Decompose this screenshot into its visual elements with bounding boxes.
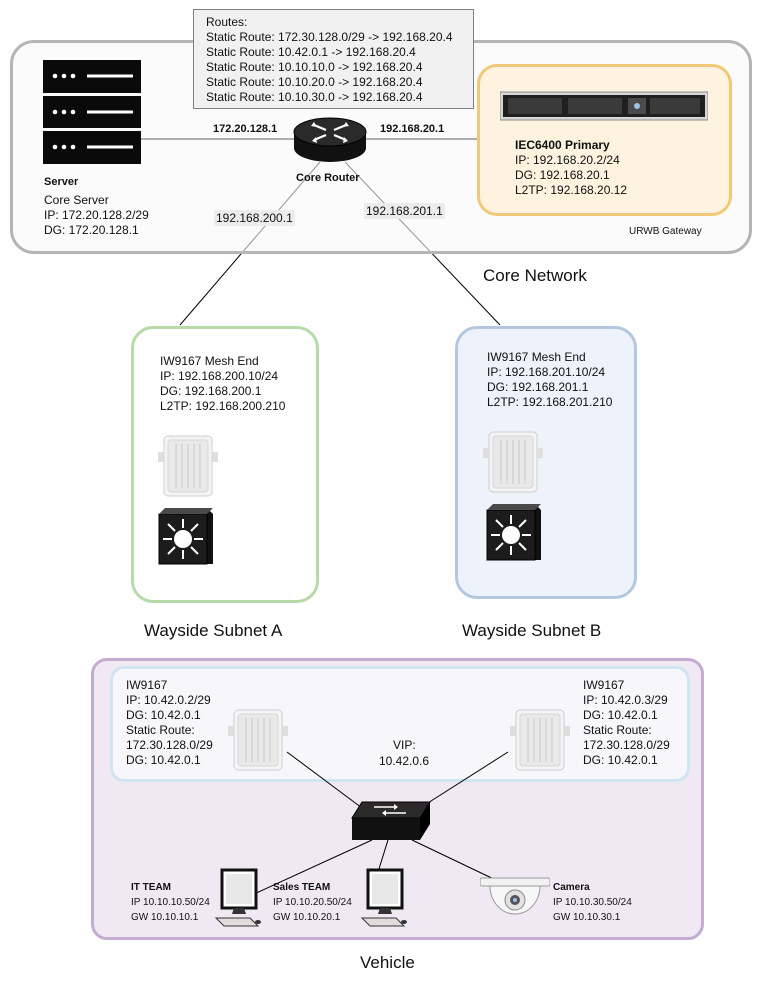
server-name: Core Server [44,193,109,207]
router-left-ip: 172.20.128.1 [213,123,278,135]
sales-team-ip: IP 10.10.20.50/24 [273,897,352,908]
wayside-b-title: Wayside Subnet B [462,621,602,640]
server-ip: IP: 172.20.128.2/29 [44,208,149,222]
access-point-icon [228,709,288,771]
wayside-b-device: IW9167 Mesh End [487,350,586,364]
gateway-dg: DG: 192.168.20.1 [515,168,610,182]
left-radio-route: 172.30.128.0/29 [126,738,213,752]
left-radio-route-dg: DG: 10.42.0.1 [126,753,201,767]
radio-pair-group [110,666,690,782]
router-icon [293,117,367,162]
wayside-a-title: Wayside Subnet A [144,621,283,640]
wayside-a-l2tp: L2TP: 192.168.200.210 [160,399,286,413]
desktop-computer-icon [214,868,261,927]
right-radio-dg: DG: 10.42.0.1 [583,708,658,722]
wayside-b-l2tp: L2TP: 192.168.201.210 [487,395,613,409]
access-point-icon [483,431,543,493]
vip-address: 10.42.0.6 [379,754,430,768]
right-radio-name: IW9167 [583,678,625,692]
wayside-a-device: IW9167 Mesh End [160,354,259,368]
router-label: Core Router [296,172,360,184]
right-radio-route: 172.30.128.0/29 [583,738,670,752]
gateway-heading: IEC6400 Primary [515,138,610,152]
route-item: Static Route: 10.10.10.0 -> 192.168.20.4 [206,60,423,74]
wayside-b-dg: DG: 192.168.201.1 [487,380,589,394]
route-item: Static Route: 10.10.20.0 -> 192.168.20.4 [206,75,423,89]
right-radio-route-dg: DG: 10.42.0.1 [583,753,658,767]
route-item: Static Route: 10.10.30.0 -> 192.168.20.4 [206,90,423,104]
it-team-name: IT TEAM [131,882,171,893]
appliance-icon [500,91,708,121]
sales-team-gw: GW 10.10.20.1 [273,912,341,923]
it-team-gw: GW 10.10.10.1 [131,912,199,923]
gateway-caption: URWB Gateway [629,226,702,237]
wayside-a-dg: DG: 192.168.200.1 [160,384,262,398]
wayside-a-ip: IP: 192.168.200.10/24 [160,369,279,383]
left-radio-dg: DG: 10.42.0.1 [126,708,201,722]
switch-icon [351,801,431,840]
it-team-ip: IP 10.10.10.50/24 [131,897,210,908]
server-heading: Server [44,176,79,188]
vehicle-title: Vehicle [360,953,415,972]
left-radio-route-label: Static Route: [126,723,195,737]
camera-name: Camera [553,882,590,893]
wayside-b-group [455,326,637,599]
routes-box: Routes: Static Route: 172.30.128.0/29 ->… [193,9,474,109]
server-icon [43,60,141,164]
gateway-l2tp: L2TP: 192.168.20.12 [515,183,628,197]
core-network-title: Core Network [483,266,587,285]
right-radio-route-label: Static Route: [583,723,652,737]
left-radio-ip: IP: 10.42.0.2/29 [126,693,211,707]
router-down-right-ip: 192.168.201.1 [364,203,445,219]
wayside-b-ip: IP: 192.168.201.10/24 [487,365,606,379]
server-dg: DG: 172.20.128.1 [44,223,139,237]
camera-gw: GW 10.10.30.1 [553,912,621,923]
l3-switch-icon [158,508,213,565]
access-point-icon [510,709,570,771]
gateway-ip: IP: 192.168.20.2/24 [515,153,620,167]
route-item: Static Route: 172.30.128.0/29 -> 192.168… [206,30,453,44]
router-right-ip: 192.168.20.1 [380,123,445,135]
l3-switch-icon [486,504,541,561]
dome-camera-icon [480,877,550,915]
camera-ip: IP 10.10.30.50/24 [553,897,632,908]
access-point-icon [158,435,218,497]
right-radio-ip: IP: 10.42.0.3/29 [583,693,668,707]
vip-label: VIP: [393,738,416,752]
sales-team-name: Sales TEAM [273,882,331,893]
gateway-box [477,64,732,216]
routes-heading: Routes: [206,15,248,29]
router-down-left-ip: 192.168.200.1 [214,210,295,226]
desktop-computer-icon [360,868,407,927]
route-item: Static Route: 10.42.0.1 -> 192.168.20.4 [206,45,416,59]
left-radio-name: IW9167 [126,678,168,692]
